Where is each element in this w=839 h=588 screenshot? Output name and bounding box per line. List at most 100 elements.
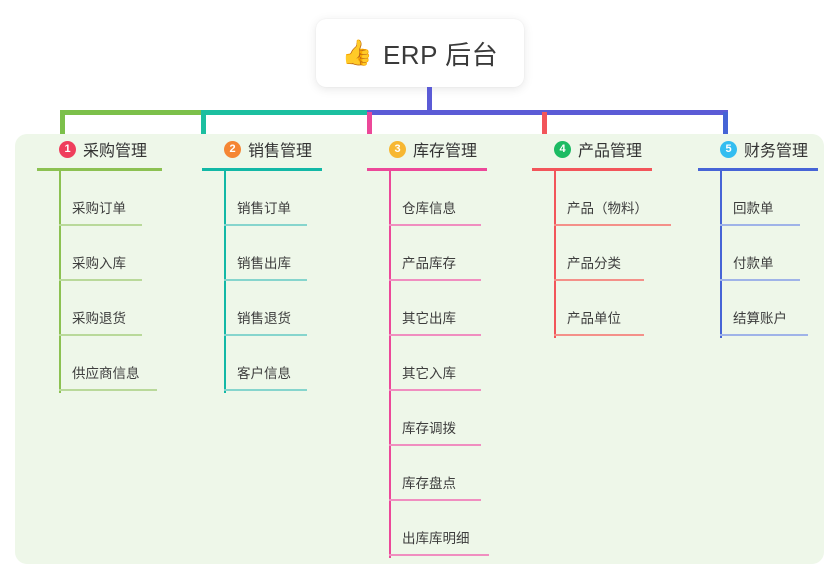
column-title-sales: 销售管理 (248, 143, 313, 160)
leaf-item-rule (389, 499, 481, 501)
leaf-item-label: 结算账户 (733, 311, 787, 326)
leaf-item-label: 付款单 (733, 256, 774, 271)
leaf-item-rule (720, 224, 800, 226)
leaf-item-label: 回款单 (733, 201, 774, 216)
leaf-item-rule (224, 224, 307, 226)
branch-spine-sales (224, 171, 226, 393)
leaf-item-label: 销售出库 (237, 256, 291, 271)
thumbs-up-icon: 👍 (341, 38, 373, 67)
leaf-item-label: 产品分类 (567, 256, 621, 271)
column-badge-finance: 5 (720, 140, 737, 158)
root-title-node[interactable]: 👍 ERP 后台 (316, 19, 524, 87)
leaf-item[interactable]: 供应商信息 (59, 336, 217, 391)
leaf-item[interactable]: 其它出库 (389, 281, 547, 336)
leaf-item-label: 供应商信息 (72, 366, 140, 381)
drop-green (60, 112, 65, 142)
bus-teal (201, 110, 367, 115)
leaf-item-label: 仓库信息 (402, 201, 456, 216)
leaf-item-label: 库存盘点 (402, 476, 456, 491)
leaf-item-label: 其它入库 (402, 366, 456, 381)
leaf-item-rule (59, 224, 142, 226)
leaf-item-label: 销售退货 (237, 311, 291, 326)
leaf-item[interactable]: 库存调拨 (389, 391, 547, 446)
leaf-item[interactable]: 付款单 (720, 226, 838, 281)
leaf-item[interactable]: 客户信息 (224, 336, 372, 391)
leaf-item[interactable]: 结算账户 (720, 281, 838, 336)
branch-spine-finance (720, 171, 722, 338)
branch-purchase: 采购订单采购入库采购退货供应商信息 (37, 171, 217, 393)
leaf-item-label: 出库库明细 (402, 531, 470, 546)
leaf-item-rule (389, 334, 481, 336)
leaf-item[interactable]: 其它入库 (389, 336, 547, 391)
leaf-item[interactable]: 仓库信息 (389, 171, 547, 226)
leaf-item-rule (59, 334, 142, 336)
column-title-finance: 财务管理 (744, 143, 809, 160)
leaf-item-rule (59, 279, 142, 281)
leaf-item-rule (720, 279, 800, 281)
leaf-item-rule (554, 334, 644, 336)
leaf-item[interactable]: 库存盘点 (389, 446, 547, 501)
branch-spine-purchase (59, 171, 61, 393)
leaf-item-rule (389, 444, 481, 446)
leaf-item-rule (389, 554, 489, 556)
leaf-item-label: 客户信息 (237, 366, 291, 381)
leaf-item[interactable]: 销售订单 (224, 171, 372, 226)
leaf-item[interactable]: 产品（物料） (554, 171, 717, 226)
leaf-item[interactable]: 采购入库 (59, 226, 217, 281)
leaf-item[interactable]: 产品单位 (554, 281, 717, 336)
leaf-item-rule (389, 389, 481, 391)
leaf-item-label: 库存调拨 (402, 421, 456, 436)
bus-indigo (367, 110, 728, 115)
drop-pink (367, 112, 372, 142)
leaf-item-label: 其它出库 (402, 311, 456, 326)
leaf-item-rule (224, 389, 307, 391)
column-title-purchase: 采购管理 (83, 143, 148, 160)
leaf-item-label: 采购入库 (72, 256, 126, 271)
column-header-finance[interactable]: 5 财务管理 (698, 134, 838, 164)
column-title-product: 产品管理 (578, 143, 643, 160)
column-header-rule-purchase (37, 168, 162, 171)
drop-blue (723, 112, 728, 142)
leaf-item[interactable]: 采购退货 (59, 281, 217, 336)
leaf-item-label: 产品库存 (402, 256, 456, 271)
column-header-rule-finance (698, 168, 818, 171)
leaf-item[interactable]: 出库库明细 (389, 501, 547, 556)
leaf-item-rule (554, 224, 671, 226)
leaf-item-rule (554, 279, 644, 281)
leaf-item[interactable]: 产品分类 (554, 226, 717, 281)
column-title-inventory: 库存管理 (413, 143, 478, 160)
leaf-item-rule (224, 334, 307, 336)
branch-spine-inventory (389, 171, 391, 558)
leaf-item-label: 产品（物料） (567, 201, 648, 216)
leaf-item-rule (389, 279, 481, 281)
leaf-item-rule (59, 389, 157, 391)
leaf-item[interactable]: 产品库存 (389, 226, 547, 281)
leaf-item-rule (224, 279, 307, 281)
branch-finance: 回款单付款单结算账户 (698, 171, 838, 338)
column-product: 4 产品管理产品（物料） 产品分类产品单位 (532, 134, 717, 338)
leaf-item[interactable]: 采购订单 (59, 171, 217, 226)
drop-teal (201, 112, 206, 142)
column-header-rule-inventory (367, 168, 487, 171)
branch-spine-product (554, 171, 556, 338)
branch-inventory: 仓库信息产品库存其它出库其它入库库存调拨库存盘点出库库明细 (367, 171, 547, 558)
column-badge-product: 4 (554, 140, 571, 158)
column-finance: 5 财务管理回款单付款单结算账户 (698, 134, 838, 338)
branch-sales: 销售订单销售出库销售退货客户信息 (202, 171, 372, 393)
column-header-product[interactable]: 4 产品管理 (532, 134, 717, 164)
column-header-rule-sales (202, 168, 322, 171)
leaf-item[interactable]: 销售退货 (224, 281, 372, 336)
bus-green (60, 110, 201, 115)
leaf-item[interactable]: 回款单 (720, 171, 838, 226)
leaf-item-rule (720, 334, 808, 336)
trunk-connector (427, 87, 432, 112)
leaf-item[interactable]: 销售出库 (224, 226, 372, 281)
leaf-item-label: 采购订单 (72, 201, 126, 216)
